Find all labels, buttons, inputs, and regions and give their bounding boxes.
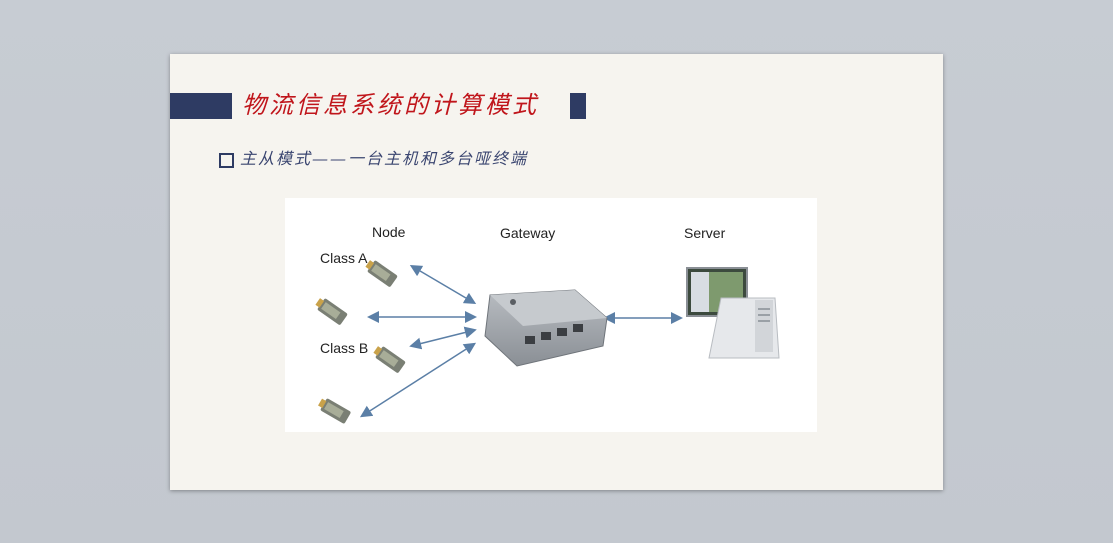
slide-title: 物流信息系统的计算模式 — [242, 88, 539, 122]
class-a-label: Class A — [320, 250, 367, 266]
square-bullet-icon — [219, 153, 234, 168]
bullet-text: 主从模式——一台主机和多台哑终端 — [240, 147, 528, 171]
node-module-icon — [372, 344, 406, 374]
gateway-label: Gateway — [500, 225, 555, 241]
arrow-node3-gateway — [415, 331, 471, 345]
class-b-label: Class B — [320, 340, 368, 356]
server-label: Server — [684, 225, 725, 241]
title-accent-bar-left — [170, 93, 232, 119]
server-computer-icon — [687, 268, 779, 358]
node-module-icon — [317, 396, 352, 424]
network-diagram: Node Gateway Server Class A Class B — [285, 198, 817, 432]
gateway-device-icon — [485, 290, 607, 366]
node-label: Node — [372, 224, 405, 240]
arrow-node1-gateway — [415, 268, 471, 301]
node-module-icon — [364, 258, 398, 288]
node-module-icon — [314, 296, 348, 326]
title-accent-bar-right — [570, 93, 586, 119]
slide: 物流信息系统的计算模式 主从模式——一台主机和多台哑终端 — [170, 54, 943, 490]
